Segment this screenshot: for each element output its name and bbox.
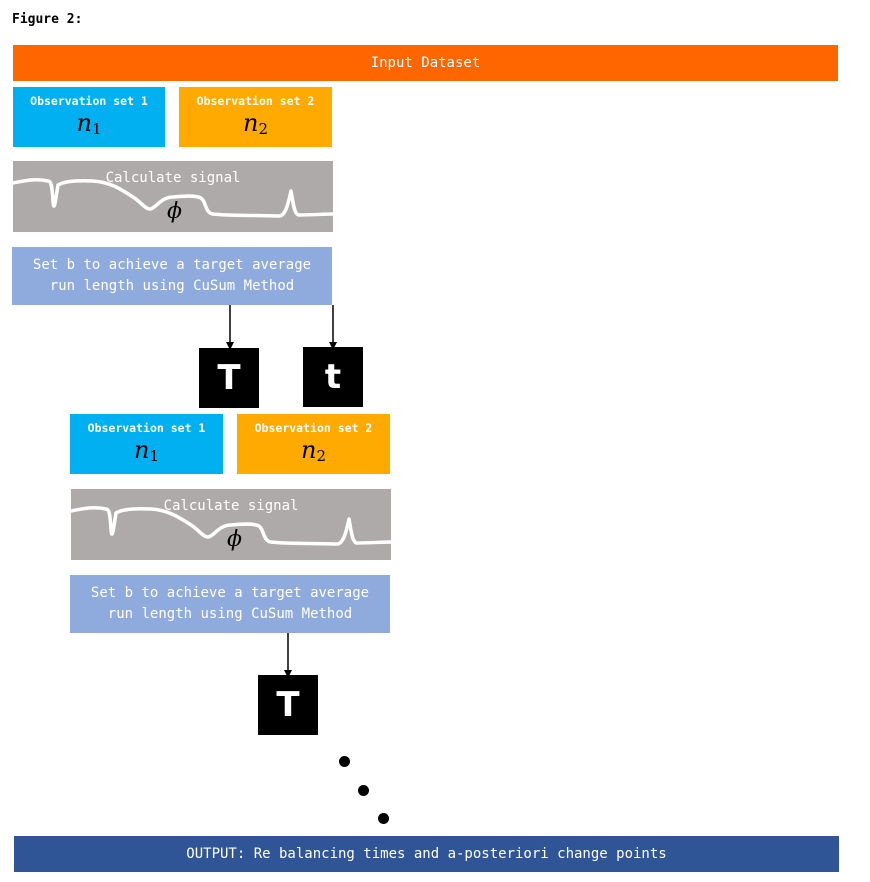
observation-set-1-title-2: Observation set 1 bbox=[87, 421, 206, 435]
set-b-line-2: run length using CuSum Method bbox=[49, 278, 295, 294]
continuation-dot bbox=[358, 785, 369, 796]
observation-set-1-box: Observation set 1 n1 bbox=[13, 87, 165, 147]
calculate-signal-box-2: Calculate signal ϕ bbox=[71, 489, 391, 560]
observation-set-2-title: Observation set 2 bbox=[196, 94, 315, 108]
input-dataset-box: Input Dataset bbox=[13, 45, 838, 81]
observation-set-1-box-2: Observation set 1 n1 bbox=[70, 414, 223, 474]
observation-set-2-title-2: Observation set 2 bbox=[254, 421, 373, 435]
output-T-box-2: T bbox=[258, 675, 318, 735]
figure-label: Figure 2: bbox=[12, 12, 83, 27]
calculate-signal-label-2: Calculate signal bbox=[163, 498, 299, 514]
observation-set-2-symbol: n2 bbox=[242, 109, 268, 138]
observation-set-2-box: Observation set 2 n2 bbox=[179, 87, 332, 147]
set-b-box: Set b to achieve a target average run le… bbox=[12, 247, 332, 305]
set-b-line-1-2: Set b to achieve a target average bbox=[90, 585, 370, 601]
observation-set-1-title: Observation set 1 bbox=[30, 94, 148, 108]
signal-phi-symbol: ϕ bbox=[167, 199, 182, 224]
observation-set-2-box-2: Observation set 2 n2 bbox=[237, 414, 390, 474]
output-label: OUTPUT: Re balancing times and a-posteri… bbox=[186, 846, 667, 862]
output-box: OUTPUT: Re balancing times and a-posteri… bbox=[14, 836, 839, 872]
signal-curve bbox=[13, 178, 333, 218]
continuation-dot bbox=[339, 756, 350, 767]
input-dataset-label: Input Dataset bbox=[370, 55, 481, 71]
observation-set-1-symbol-2: n1 bbox=[133, 436, 159, 465]
observation-set-2-symbol-2: n2 bbox=[300, 436, 326, 465]
set-b-box-2: Set b to achieve a target average run le… bbox=[70, 575, 390, 633]
set-b-line-2-2: run length using CuSum Method bbox=[107, 606, 353, 622]
set-b-line-1: Set b to achieve a target average bbox=[32, 257, 312, 273]
calculate-signal-box: Calculate signal ϕ bbox=[13, 161, 333, 232]
signal-phi-symbol-2: ϕ bbox=[227, 527, 242, 552]
continuation-dot bbox=[378, 813, 389, 824]
observation-set-1-symbol: n1 bbox=[76, 109, 102, 138]
output-T-box: T bbox=[199, 348, 259, 408]
signal-curve-2 bbox=[71, 506, 391, 546]
calculate-signal-label: Calculate signal bbox=[105, 170, 241, 186]
output-t-box: t bbox=[303, 347, 363, 407]
